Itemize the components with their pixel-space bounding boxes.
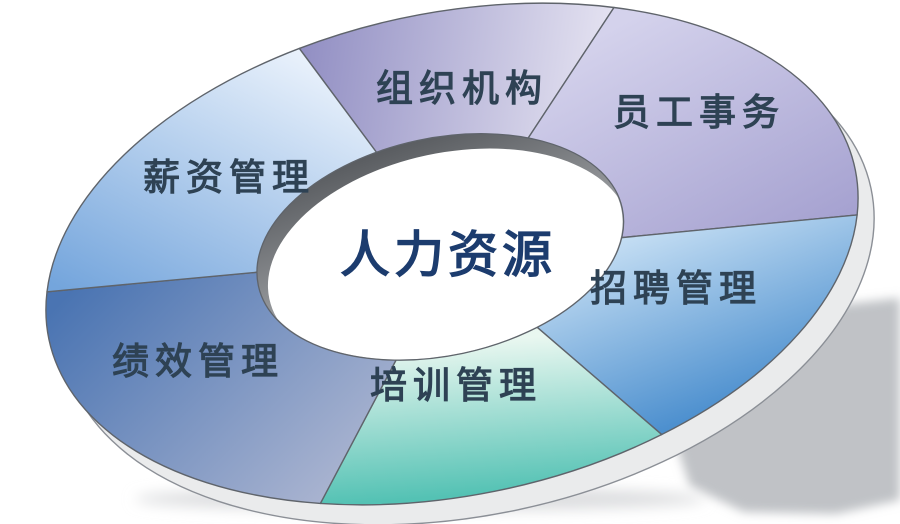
segment-label-zhaopin: 招聘管理 <box>590 267 762 310</box>
hole-rim <box>236 102 645 392</box>
segment-peixun <box>275 219 666 524</box>
segment-label-yuangong: 员工事务 <box>613 91 785 134</box>
segment-label-xinzi: 薪资管理 <box>143 156 315 199</box>
center-label: 人力资源 <box>340 226 556 284</box>
segment-label-zuzhi: 组织机构 <box>376 67 548 110</box>
hole <box>267 148 631 373</box>
segment-zuzhi <box>298 0 657 276</box>
segment-label-jixiao: 绩效管理 <box>112 340 284 383</box>
segment-label-peixun: 培训管理 <box>370 364 542 407</box>
cast-shadow <box>672 298 900 514</box>
